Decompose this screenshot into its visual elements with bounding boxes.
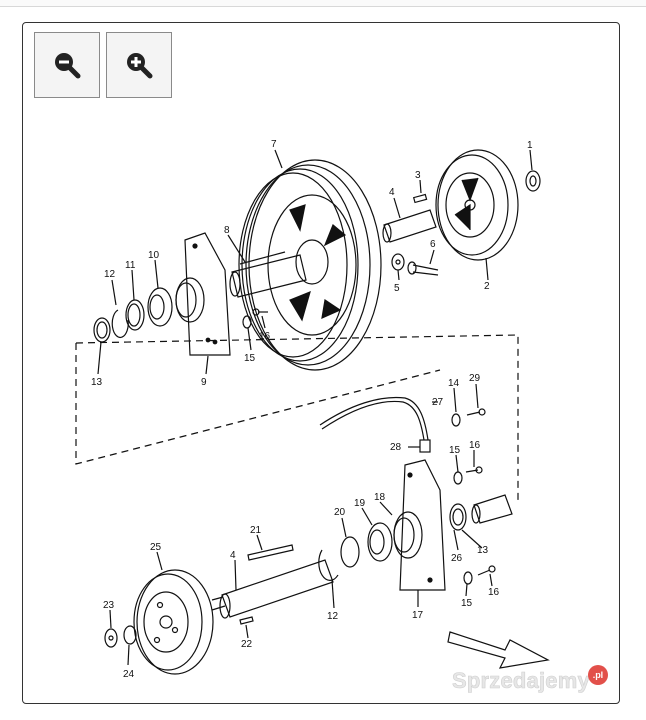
circlip-13b — [449, 503, 467, 531]
zoom-in-button[interactable] — [106, 32, 172, 98]
part-label: 16 — [469, 440, 481, 451]
part-label: 2 — [484, 281, 490, 292]
bolt-6 — [407, 261, 439, 276]
part-label: 8 — [224, 225, 230, 236]
circlip-13 — [93, 317, 111, 343]
part-label: 11 — [125, 260, 136, 271]
part-label: 9 — [201, 377, 207, 388]
watermark-badge: .pl — [587, 665, 608, 685]
circlip-12 — [111, 309, 129, 339]
part-label: 24 — [123, 669, 135, 680]
watermark-text: Sprzedajemy — [452, 668, 590, 694]
part-label: 6 — [430, 239, 436, 250]
part-label: 29 — [469, 373, 481, 384]
part-label: 15 — [244, 353, 256, 364]
part-label: 16 — [259, 331, 271, 342]
pipe-27 — [319, 396, 431, 453]
part-label: 18 — [374, 492, 386, 503]
bearing-10b — [147, 287, 173, 327]
small-pulley-2 — [435, 149, 519, 261]
key-21 — [247, 544, 294, 561]
circlip-12b — [318, 549, 339, 581]
part-label: 14 — [448, 378, 460, 389]
bolt-16c — [477, 565, 496, 576]
part-label: 19 — [354, 498, 366, 509]
washer-15 — [242, 315, 252, 329]
washer-24 — [123, 625, 137, 645]
bearing-18 — [393, 511, 423, 559]
direction-arrow — [447, 631, 550, 669]
part-labels: 1 2 3 4 5 6 7 8 9 10 11 12 13 15 16 14 2… — [91, 139, 533, 680]
part-label: 13 — [91, 377, 103, 388]
washer-20 — [340, 536, 360, 568]
part-label: 5 — [394, 283, 400, 294]
part-label: 21 — [250, 525, 262, 536]
part-label: 28 — [390, 442, 402, 453]
zoom-in-icon — [127, 53, 153, 79]
exploded-parts-diagram: 1 2 3 4 5 6 7 8 9 10 11 12 13 15 16 14 2… — [75, 139, 550, 680]
bracket-9 — [184, 232, 231, 356]
part-label: 4 — [230, 550, 236, 561]
part-label: 26 — [451, 553, 463, 564]
part-label: 15 — [461, 598, 473, 609]
shaft-4 — [211, 559, 334, 619]
part-label: 7 — [271, 139, 277, 150]
bearing-10 — [175, 277, 205, 323]
part-label: 4 — [389, 187, 395, 198]
bolt-16 — [252, 308, 268, 316]
part-label: 20 — [334, 507, 346, 518]
nut-23 — [104, 628, 118, 648]
part-label: 10 — [148, 250, 160, 261]
bracket-17 — [399, 459, 446, 591]
part-label: 12 — [327, 611, 339, 622]
dashed-outline-upper — [75, 334, 519, 500]
large-pulley-7 — [238, 159, 382, 371]
part-label: 13 — [477, 545, 489, 556]
sleeve-4 — [382, 209, 437, 243]
shaft-8 — [229, 251, 307, 298]
part-label: 17 — [412, 610, 424, 621]
nut-5 — [391, 253, 405, 271]
dashed-outline-left — [75, 343, 441, 465]
zoom-out-button[interactable] — [34, 32, 100, 98]
part-label: 15 — [449, 445, 461, 456]
part-label: 23 — [103, 600, 115, 611]
part-label: 22 — [241, 639, 253, 650]
pulley-25 — [133, 569, 214, 675]
part-label: 3 — [415, 170, 421, 181]
page-top-bar — [0, 0, 646, 7]
washer-15c — [463, 571, 473, 585]
zoom-out-icon — [55, 53, 81, 79]
part-label: 1 — [527, 140, 533, 151]
nut-1 — [525, 170, 541, 192]
part-label: 12 — [104, 269, 116, 280]
watermark: Sprzedajemy .pl — [452, 665, 608, 694]
bolt-16b — [465, 466, 483, 474]
part-label: 25 — [150, 542, 162, 553]
sleeve-26 — [471, 494, 513, 524]
bolt-29 — [466, 408, 486, 416]
part-label: 16 — [488, 587, 500, 598]
washer-11 — [125, 299, 145, 331]
washer-15b — [453, 471, 463, 485]
bearing-19 — [367, 522, 393, 562]
key-3 — [412, 193, 428, 204]
part-label: 27 — [432, 397, 444, 408]
washer-14 — [451, 413, 461, 427]
pin-22 — [239, 616, 254, 625]
